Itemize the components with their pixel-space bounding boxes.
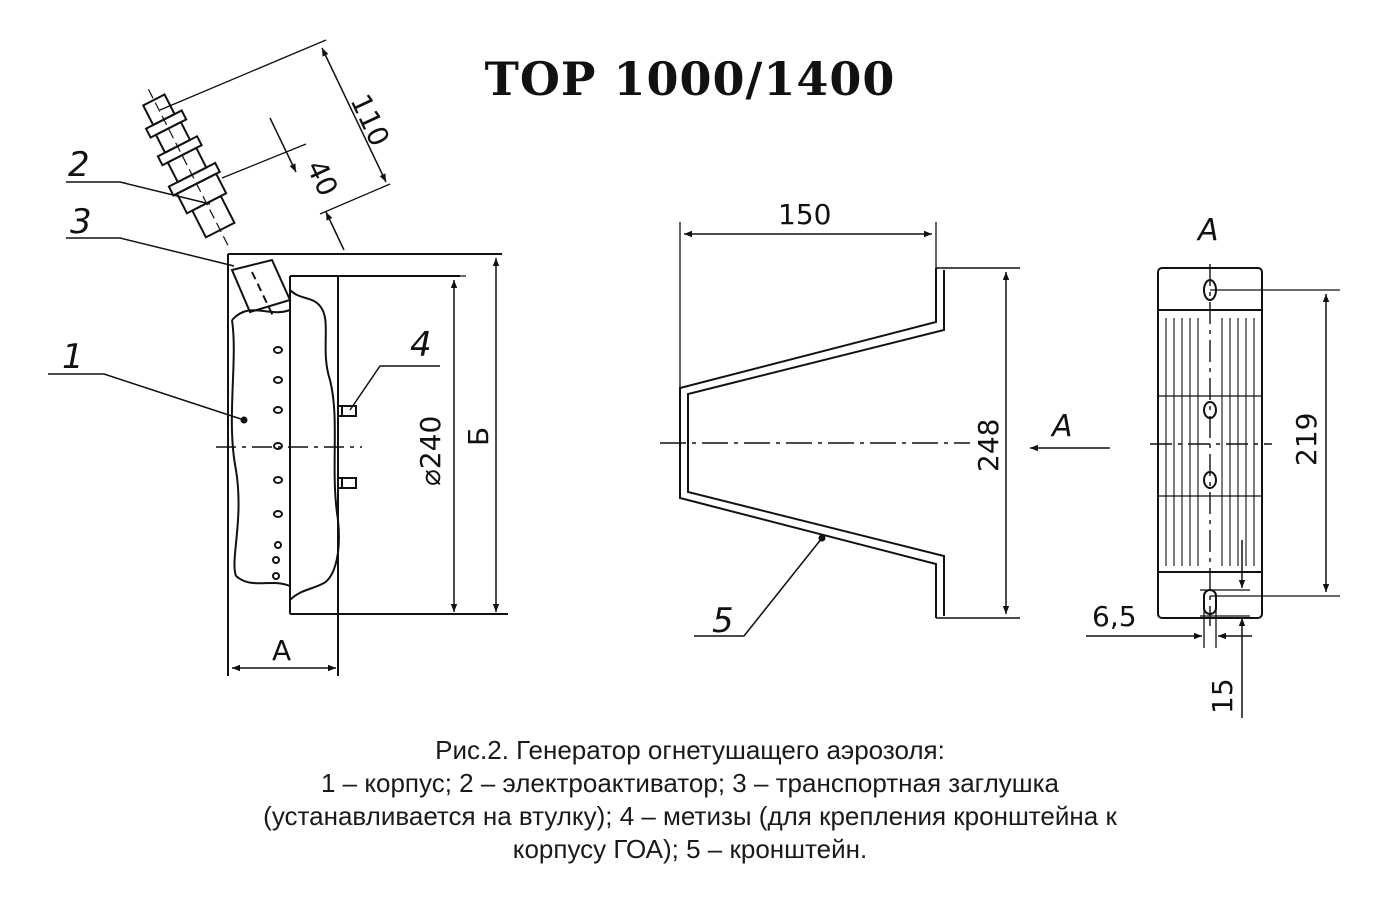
dim-b: Б [462, 427, 495, 446]
caption-line-2: 1 – корпус; 2 – электроактиватор; 3 – тр… [320, 768, 1060, 798]
callout-3: 3 [70, 202, 92, 242]
dim-40: 40 [300, 155, 345, 201]
caption-line-3: (устанавливается на втулку); 4 – метизы … [263, 801, 1117, 831]
dim-248: 248 [972, 419, 1005, 472]
drawing-title: TOP 1000/1400 [484, 52, 896, 106]
dim-150: 150 [778, 198, 831, 231]
view-arrow-label: A [1050, 409, 1073, 444]
dim-a-width: A [272, 634, 291, 667]
callout-5: 5 [712, 601, 734, 641]
vent-holes [272, 346, 283, 580]
callout-1: 1 [62, 337, 84, 377]
dim-diameter-240: ⌀240 [414, 416, 447, 486]
caption-line-1: Рис.2. Генератор огнетушащего аэрозоля: [435, 735, 945, 765]
view-a-title: A [1196, 213, 1219, 248]
caption-line-4: корпусу ГОА); 5 – кронштейн. [512, 834, 868, 864]
callout-2: 2 [68, 145, 90, 185]
dim-15: 15 [1206, 678, 1239, 714]
figure-caption: Рис.2. Генератор огнетушащего аэрозоля: … [0, 734, 1380, 866]
callout-4: 4 [410, 325, 432, 365]
dim-110: 110 [344, 89, 396, 151]
dim-6-5: 6,5 [1092, 600, 1137, 633]
dim-219: 219 [1290, 413, 1323, 466]
electroactivator [141, 88, 236, 250]
fasteners [337, 405, 357, 489]
generator-body [227, 253, 508, 676]
